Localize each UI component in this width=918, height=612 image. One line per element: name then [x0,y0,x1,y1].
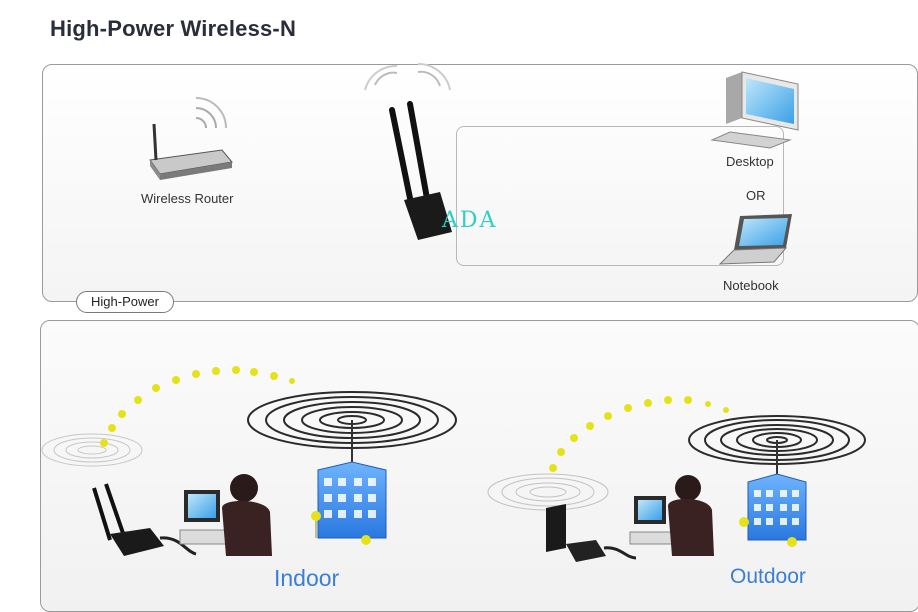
or-label: OR [746,188,766,203]
desktop-icon [710,71,799,149]
notebook-icon [718,214,792,265]
building-icon [311,461,387,545]
bottom-panel [40,320,918,612]
router-label: Wireless Router [141,191,234,206]
signal-waves-icon [487,473,609,511]
usb-adapter-icon [546,504,637,562]
building-icon [739,473,807,547]
router-icon [149,97,233,180]
indoor-label: Indoor [274,565,340,591]
usb-adapter-icon [92,483,197,556]
user-icon [629,475,714,556]
watermark-text: ADA [442,208,498,233]
desktop-label: Desktop [726,154,774,169]
outdoor-label: Outdoor [730,565,806,588]
page-title: High-Power Wireless-N [50,16,297,41]
user-icon [179,474,272,556]
high-power-tab: High-Power [76,291,174,313]
connection-box [456,126,784,266]
signal-path-outdoor [549,396,729,472]
signal-waves-icon [41,433,143,467]
notebook-label: Notebook [723,278,779,293]
usb-adapter-icon [364,62,452,240]
signal-path-indoor [100,366,295,447]
